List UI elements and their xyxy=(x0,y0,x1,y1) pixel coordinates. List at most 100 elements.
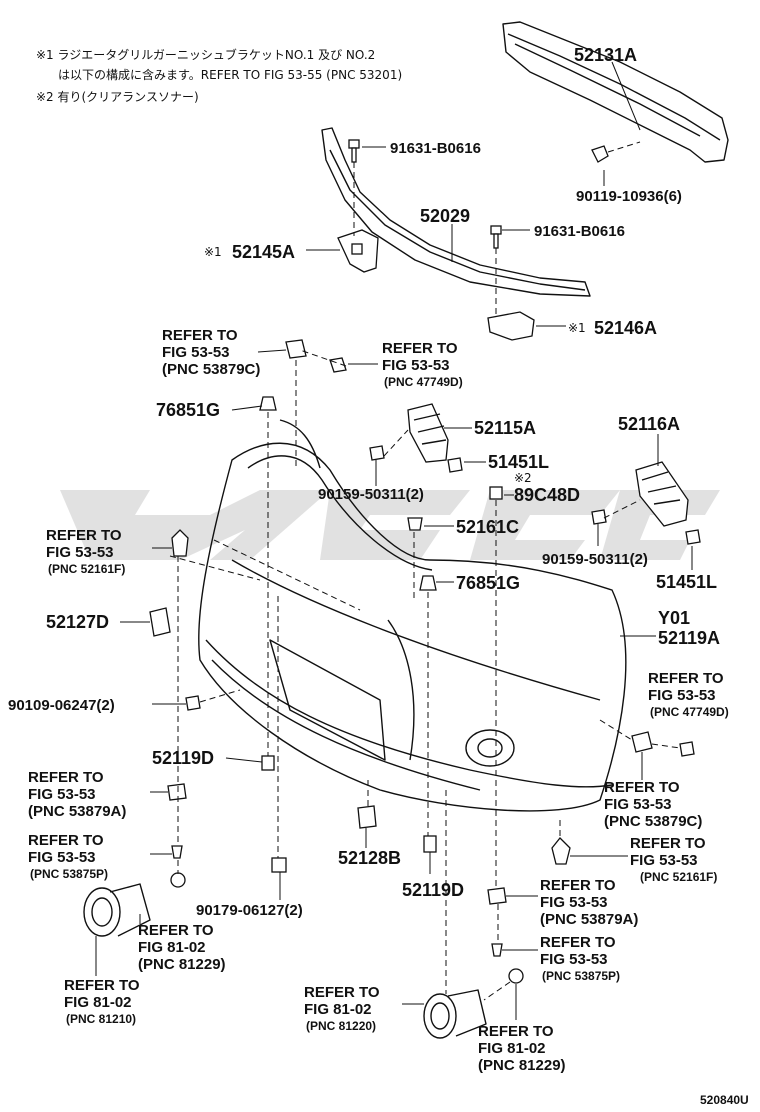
note2: ※2 有り(クリアランスソナー) xyxy=(36,90,199,104)
ref-l-line1: REFER TO xyxy=(64,977,140,994)
star1-52145A: ※1 xyxy=(204,245,222,259)
label-76851G-top: 76851G xyxy=(156,400,220,420)
label-90119-10936: 90119-10936(6) xyxy=(576,188,682,205)
reinforcement-52029 xyxy=(321,127,591,297)
ref-f-line1: REFER TO xyxy=(604,779,680,796)
fog-lamp-right xyxy=(423,989,487,1039)
bracket-52145A xyxy=(337,229,379,273)
label-52119D-a: 52119D xyxy=(152,748,214,768)
ref-c-line3: (PNC 52161F) xyxy=(48,562,125,576)
label-52131A: 52131A xyxy=(574,45,637,65)
ref-n-line2: FIG 81-02 xyxy=(478,1040,546,1057)
ref-g-line3: (PNC 53875P) xyxy=(30,867,108,881)
bolt-90109 xyxy=(185,695,201,711)
bracket-52146A xyxy=(487,311,535,341)
retainer-52115A xyxy=(407,403,449,463)
ref-f-line3: (PNC 53879C) xyxy=(604,813,702,830)
ref-g-line1: REFER TO xyxy=(28,832,104,849)
clip-76851G-mid xyxy=(419,575,437,591)
ref-m-line1: REFER TO xyxy=(304,984,380,1001)
figure-code: 520840U xyxy=(700,1093,749,1107)
ref-j-line2: FIG 81-02 xyxy=(138,939,206,956)
ref-k-line3: (PNC 53875P) xyxy=(542,969,620,983)
cover-52127D xyxy=(149,607,171,637)
ref-n-line1: REFER TO xyxy=(478,1023,554,1040)
ref-i-line1: REFER TO xyxy=(540,877,616,894)
nut-51451L-a xyxy=(447,457,463,473)
bulb-socket-right xyxy=(508,968,524,984)
ref-f-line2: FIG 53-53 xyxy=(604,796,672,813)
label-52146A: 52146A xyxy=(594,318,657,338)
bolt-91631-mid xyxy=(490,225,502,249)
ref-b-line1: REFER TO xyxy=(382,340,458,357)
bumper-cover-52119A xyxy=(198,419,627,812)
ref-c-line2: FIG 53-53 xyxy=(46,544,114,561)
ref-k-line1: REFER TO xyxy=(540,934,616,951)
label-89C48D: 89C48D xyxy=(514,485,580,505)
label-90179-06127: 90179-06127(2) xyxy=(196,902,303,919)
absorber-52131A xyxy=(502,21,729,163)
screw-47749D-right xyxy=(679,741,695,757)
label-90109-06247: 90109-06247(2) xyxy=(8,697,115,714)
ref-e-line3: (PNC 53879A) xyxy=(28,803,126,820)
ref-h-line2: FIG 53-53 xyxy=(630,852,698,869)
ref-l-line3: (PNC 81210) xyxy=(66,1012,136,1026)
ref-d-line2: FIG 53-53 xyxy=(648,687,716,704)
screw-90159-b xyxy=(591,509,607,525)
clip-53879C-right xyxy=(631,731,653,753)
nut-51451L-b xyxy=(685,529,701,545)
bolt-52119D-b xyxy=(423,835,437,853)
ref-i-line3: (PNC 53879A) xyxy=(540,911,638,928)
clip-52161C xyxy=(407,517,423,531)
ref-e-line1: REFER TO xyxy=(28,769,104,786)
star1-52146A: ※1 xyxy=(568,321,586,335)
label-52161C: 52161C xyxy=(456,517,519,537)
assembly-lines xyxy=(169,141,681,1001)
bulb-socket-left xyxy=(170,872,186,888)
label-52145A: 52145A xyxy=(232,242,295,262)
ref-j-line1: REFER TO xyxy=(138,922,214,939)
label-90159-50311-b: 90159-50311(2) xyxy=(542,551,648,568)
ref-m-line2: FIG 81-02 xyxy=(304,1001,372,1018)
ref-a-line2: FIG 53-53 xyxy=(162,344,230,361)
sensor-89C48D xyxy=(489,486,503,500)
fog-lamp-left xyxy=(83,883,151,937)
ref-n-line3: (PNC 81229) xyxy=(478,1057,566,1074)
clip-76851G-top xyxy=(259,396,277,411)
clip-90179 xyxy=(271,857,287,873)
label-91631-B0616-top: 91631-B0616 xyxy=(390,140,481,157)
clip-53875P-left xyxy=(171,845,183,859)
note1-line1: ※1 ラジエータグリルガーニッシュブラケットNO.1 及び NO.2 xyxy=(36,47,375,62)
bolt-90119 xyxy=(591,145,609,163)
label-51451L-b: 51451L xyxy=(656,572,717,592)
ref-b-line3: (PNC 47749D) xyxy=(384,375,463,389)
leader-lines xyxy=(95,61,693,1020)
clip-53879C-top xyxy=(285,339,307,359)
ref-h-line3: (PNC 52161F) xyxy=(640,870,717,884)
star2-label: ※2 xyxy=(514,471,532,485)
clip-53879A-right xyxy=(487,887,507,905)
ref-a-line3: (PNC 53879C) xyxy=(162,361,260,378)
label-52119A: 52119A xyxy=(658,628,720,648)
ref-g-line2: FIG 53-53 xyxy=(28,849,96,866)
watermark xyxy=(60,490,720,560)
ref-k-line2: FIG 53-53 xyxy=(540,951,608,968)
ref-h-line1: REFER TO xyxy=(630,835,706,852)
ref-j-line3: (PNC 81229) xyxy=(138,956,226,973)
label-52128B: 52128B xyxy=(338,848,401,868)
clip-52161F-left xyxy=(171,529,189,557)
label-52116A: 52116A xyxy=(618,414,680,434)
ref-e-line2: FIG 53-53 xyxy=(28,786,96,803)
ref-d-line1: REFER TO xyxy=(648,670,724,687)
label-Y01: Y01 xyxy=(658,608,690,628)
clip-53879A-left xyxy=(167,783,187,801)
bolt-91631-top xyxy=(348,139,360,163)
clip-53875P-right xyxy=(491,943,503,957)
clip-52161F-right xyxy=(551,837,571,865)
label-52029: 52029 xyxy=(420,206,470,226)
plug-52128B xyxy=(357,805,377,829)
ref-c-line1: REFER TO xyxy=(46,527,122,544)
label-52115A: 52115A xyxy=(474,418,536,438)
screw-90159-a xyxy=(369,445,385,461)
